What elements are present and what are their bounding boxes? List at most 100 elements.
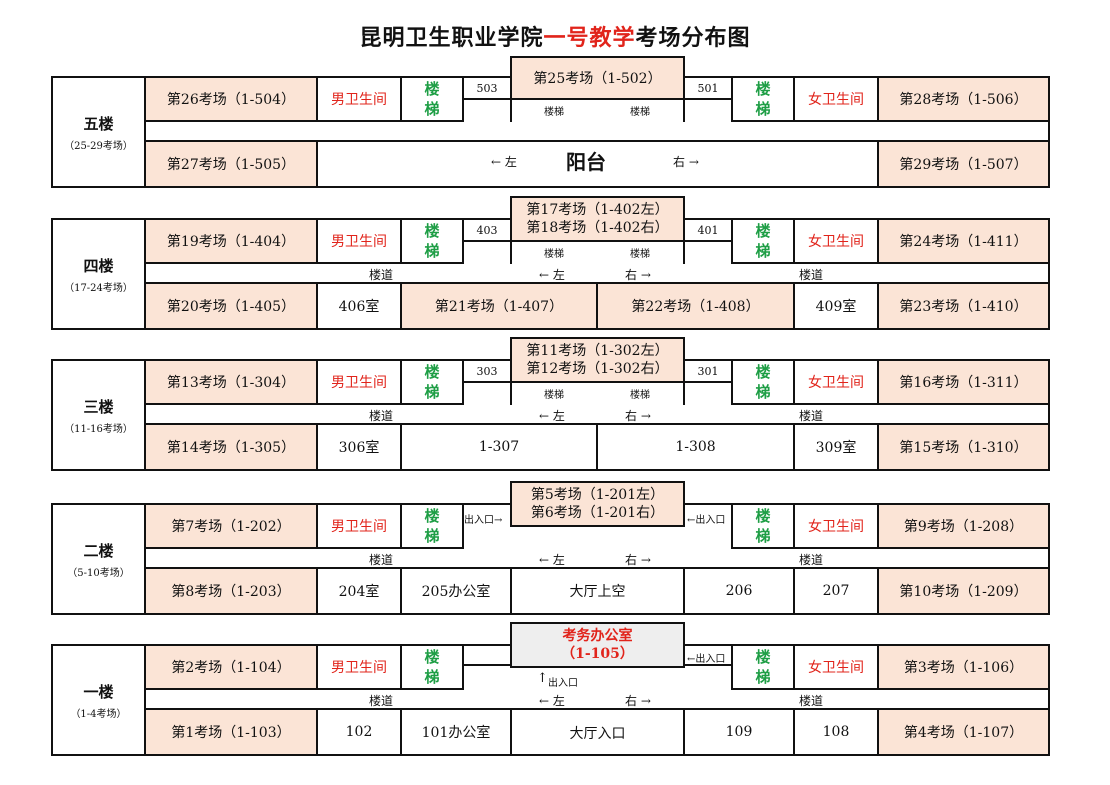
room: 204室 bbox=[316, 567, 402, 615]
stairs-label: 梯 bbox=[424, 100, 440, 118]
stairwell-label: 楼梯 bbox=[630, 107, 650, 118]
wall-line bbox=[683, 664, 733, 666]
room-small: 501 bbox=[683, 76, 733, 100]
floor-name: 四楼 bbox=[83, 256, 114, 275]
room: 207 bbox=[793, 567, 879, 615]
office-label: 考务办公室 bbox=[562, 628, 633, 644]
stairs-label: 楼 bbox=[755, 507, 771, 525]
room: 306室 bbox=[316, 423, 402, 471]
stairs: 楼梯 bbox=[731, 218, 795, 264]
stairwell: 楼梯 楼梯 bbox=[510, 98, 685, 122]
exam-room: 第2考场（1-104） bbox=[144, 644, 318, 690]
stairs: 楼梯 bbox=[400, 503, 464, 549]
stairs-label: 梯 bbox=[755, 383, 771, 401]
stairs: 楼梯 bbox=[731, 76, 795, 122]
exam-room-label: 第12考场（1-302右） bbox=[526, 361, 669, 377]
balcony bbox=[318, 142, 877, 186]
room: 109 bbox=[683, 708, 795, 756]
entrance-marker: 出入口→ bbox=[464, 515, 503, 526]
male-restroom: 男卫生间 bbox=[316, 359, 402, 405]
exam-room: 第9考场（1-208） bbox=[877, 503, 1050, 549]
room-small: 503 bbox=[462, 76, 512, 100]
stairs: 楼梯 bbox=[731, 503, 795, 549]
floor-label: 一楼 （1-4考场） bbox=[51, 644, 146, 756]
direction-right: 右 → bbox=[625, 694, 651, 708]
direction-left: ← 左 bbox=[539, 694, 565, 708]
floor-label: 五楼 （25-29考场） bbox=[51, 76, 146, 188]
exam-room: 第1考场（1-103） bbox=[144, 708, 318, 756]
exam-room-label: 第17考场（1-402左） bbox=[526, 202, 669, 218]
floor-3: 三楼 （11-16考场） 第13考场（1-304） 男卫生间 楼梯 303 30… bbox=[51, 337, 1050, 471]
floor-label: 四楼 （17-24考场） bbox=[51, 218, 146, 330]
exam-room: 第13考场（1-304） bbox=[144, 359, 318, 405]
female-restroom: 女卫生间 bbox=[793, 644, 879, 690]
floor-4: 四楼 （17-24考场） 第19考场（1-404） 男卫生间 楼梯 403 40… bbox=[51, 196, 1050, 330]
exam-room: 第24考场（1-411） bbox=[877, 218, 1050, 264]
wall-line bbox=[462, 664, 512, 666]
stairs-label: 楼 bbox=[424, 80, 440, 98]
hall-entrance: 大厅入口 bbox=[512, 708, 683, 756]
floor-label: 二楼 （5-10考场） bbox=[51, 503, 146, 615]
floor-label: 三楼 （11-16考场） bbox=[51, 359, 146, 471]
exam-room: 第23考场（1-410） bbox=[877, 282, 1050, 330]
stairs: 楼梯 bbox=[731, 644, 795, 690]
title-suffix: 考场分布图 bbox=[635, 25, 751, 51]
office-label: （1-105） bbox=[561, 646, 634, 662]
office: 101办公室 bbox=[400, 708, 512, 756]
floor-5: 五楼 （25-29考场） 第26考场（1-504） 男卫生间 楼梯 503 50… bbox=[51, 56, 1050, 188]
stairs-label: 梯 bbox=[424, 527, 440, 545]
exam-room: 第22考场（1-408） bbox=[596, 282, 795, 330]
exam-room: 第14考场（1-305） bbox=[144, 423, 318, 471]
stairwell-label: 楼梯 bbox=[630, 249, 650, 260]
hall-entrance-label: 大厅入口 bbox=[569, 726, 626, 742]
floor-name: 一楼 bbox=[83, 682, 114, 701]
stairs-label: 楼 bbox=[424, 363, 440, 381]
corridor-line bbox=[144, 120, 1050, 142]
corridor-label: 楼道 bbox=[369, 694, 394, 708]
floor-range: （25-29考场） bbox=[64, 140, 133, 152]
stairs-label: 楼 bbox=[424, 507, 440, 525]
exam-room: 第20考场（1-405） bbox=[144, 282, 318, 330]
floor-range: （1-4考场） bbox=[70, 708, 127, 720]
floor-range: （11-16考场） bbox=[64, 423, 133, 435]
stairs-label: 梯 bbox=[424, 668, 440, 686]
stairs: 楼梯 bbox=[731, 359, 795, 405]
exam-room: 第28考场（1-506） bbox=[877, 76, 1050, 122]
room: 1-307 bbox=[400, 423, 598, 471]
stairs-label: 梯 bbox=[755, 668, 771, 686]
exam-room-center: 第5考场（1-201左） 第6考场（1-201右） bbox=[510, 481, 685, 527]
stairs-label: 楼 bbox=[755, 222, 771, 240]
floor-name: 二楼 bbox=[83, 541, 114, 560]
office: 205办公室 bbox=[400, 567, 512, 615]
exam-office: 考务办公室 （1-105） bbox=[510, 622, 685, 668]
exam-room-center: 第11考场（1-302左） 第12考场（1-302右） bbox=[510, 337, 685, 383]
exam-room-label: 第5考场（1-201左） bbox=[530, 487, 665, 503]
floor-1: 一楼 （1-4考场） 第2考场（1-104） 男卫生间 楼梯 考务办公室 （1-… bbox=[51, 622, 1050, 756]
floor-name: 五楼 bbox=[83, 114, 114, 133]
corridor-label: 楼道 bbox=[799, 409, 824, 423]
female-restroom: 女卫生间 bbox=[793, 76, 879, 122]
entrance-marker: 出入口 bbox=[548, 678, 578, 689]
stairwell: 楼梯 楼梯 bbox=[510, 240, 685, 264]
stairs-label: 楼 bbox=[424, 222, 440, 240]
exam-room-label: 第6考场（1-201右） bbox=[530, 505, 665, 521]
female-restroom: 女卫生间 bbox=[793, 359, 879, 405]
stairwell-label: 楼梯 bbox=[544, 107, 564, 118]
female-restroom: 女卫生间 bbox=[793, 218, 879, 264]
stairwell-label: 楼梯 bbox=[544, 390, 564, 401]
exam-room-center: 第17考场（1-402左） 第18考场（1-402右） bbox=[510, 196, 685, 242]
room-small: 303 bbox=[462, 359, 512, 383]
floor-name: 三楼 bbox=[83, 397, 114, 416]
room: 206 bbox=[683, 567, 795, 615]
stairs: 楼梯 bbox=[400, 359, 464, 405]
stairs-label: 楼 bbox=[755, 363, 771, 381]
male-restroom: 男卫生间 bbox=[316, 218, 402, 264]
room: 108 bbox=[793, 708, 879, 756]
stairwell-label: 楼梯 bbox=[630, 390, 650, 401]
page-title: 昆明卫生职业学院一号教学考场分布图 bbox=[0, 20, 1110, 52]
direction-left: ← 左 bbox=[539, 553, 565, 567]
corridor-label: 楼道 bbox=[799, 268, 824, 282]
exam-room: 第3考场（1-106） bbox=[877, 644, 1050, 690]
exam-room: 第26考场（1-504） bbox=[144, 76, 318, 122]
stairs-label: 梯 bbox=[424, 383, 440, 401]
